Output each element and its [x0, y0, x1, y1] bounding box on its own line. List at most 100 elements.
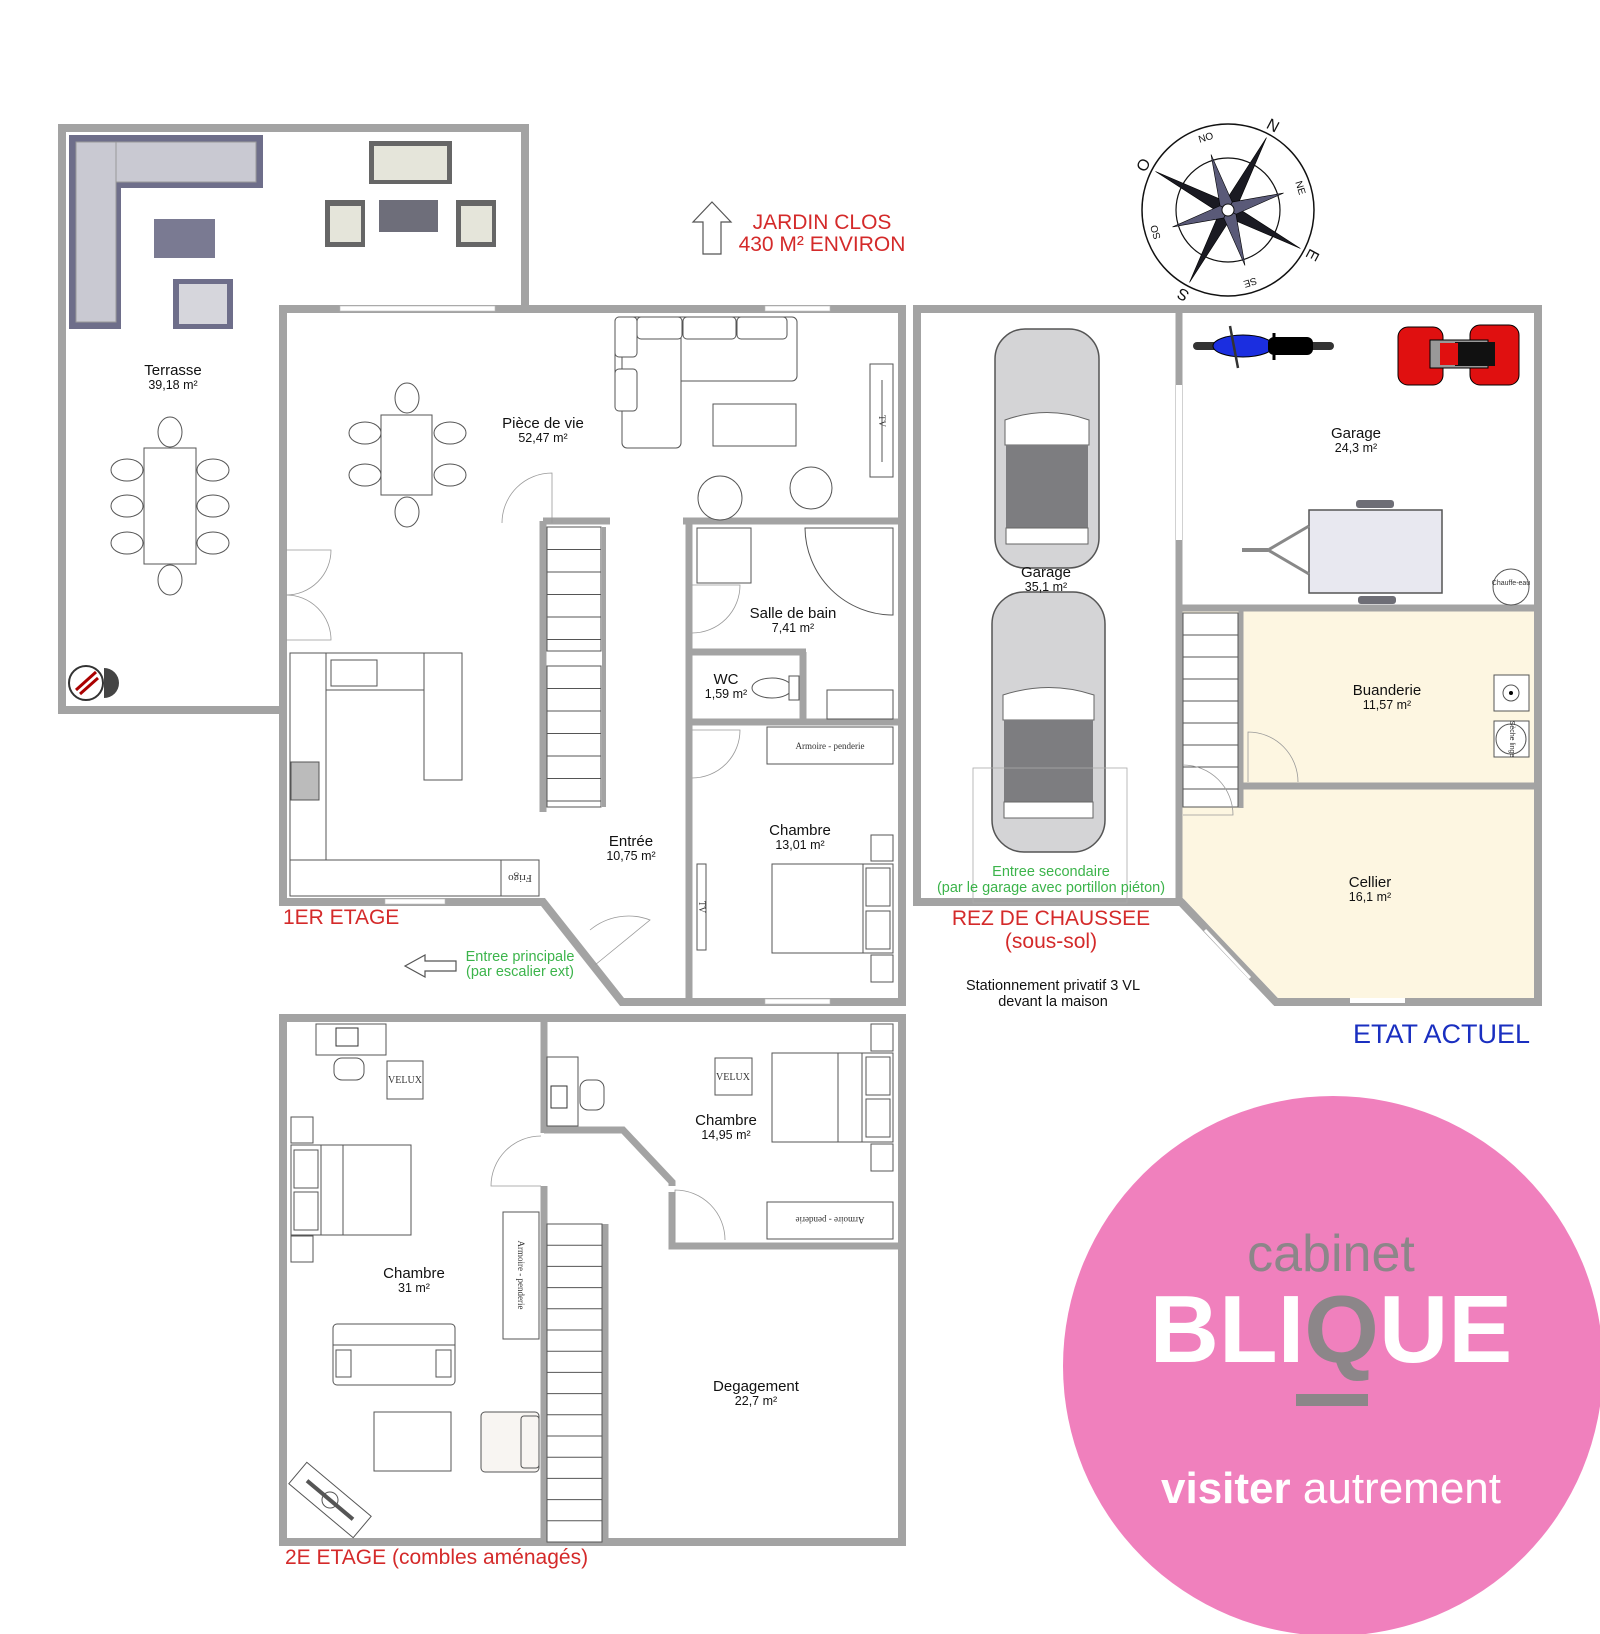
car-icon: [994, 328, 1100, 569]
wardrobe: [502, 1211, 540, 1340]
floor-label-ground: REZ DE CHAUSSEE: [952, 907, 1150, 930]
fridge-label: Frigo: [508, 872, 532, 884]
bed: [290, 1144, 412, 1236]
floor-sublabel-ground: (sous-sol): [1005, 930, 1097, 953]
nightstand: [870, 1023, 894, 1052]
fridge: [500, 859, 540, 897]
bed: [771, 863, 894, 954]
compass-label-se: SE: [1242, 275, 1258, 290]
door[interactable]: [691, 584, 741, 634]
bedroom-tv: TV: [696, 863, 707, 951]
room-name-bathroom: Salle de bain: [750, 605, 837, 622]
garden-note: JARDIN CLOS 430 M² ENVIRON: [691, 201, 906, 256]
room-name-wc: WC: [714, 671, 739, 688]
main-entrance-line2: (par escalier ext): [466, 964, 574, 980]
room-area-bedroom-small: 14,95 m²: [701, 1128, 750, 1142]
door[interactable]: [1247, 731, 1299, 783]
staircase[interactable]: [546, 526, 602, 652]
room-name-entrance: Entrée: [609, 833, 653, 850]
room-area-entrance: 10,75 m²: [606, 849, 655, 863]
dryer: Sèche linge: [1493, 720, 1530, 758]
room-area-living: 52,47 m²: [518, 431, 567, 445]
sofa: [614, 316, 798, 449]
parking-line2: devant la maison: [998, 994, 1108, 1010]
staircase[interactable]: [546, 665, 602, 808]
garden-line2: 430 M² ENVIRON: [739, 233, 906, 256]
door[interactable]: [1182, 764, 1234, 816]
terrace-dining-table: [110, 416, 230, 596]
secondary-entrance-line1: Entree secondaire: [992, 864, 1110, 880]
pouf: [697, 475, 743, 521]
quad-bike-icon: [1397, 324, 1520, 386]
water-heater-label: Chauffe-eau: [1492, 580, 1531, 587]
parking-line1: Stationnement privatif 3 VL: [966, 978, 1140, 994]
car-icon: [991, 591, 1106, 853]
room-name-landing: Degagement: [713, 1378, 800, 1395]
second-floor: VELUX Armoire - penderie VELUX: [279, 1014, 906, 1569]
ground-floor: Chauffe-eau Sèche linge Garage 35,1 m² G…: [913, 305, 1542, 1010]
nightstand: [290, 1116, 314, 1144]
armchair: [480, 1411, 540, 1473]
company-logo: cabinet BLIQUE visiter autrement: [1063, 1096, 1600, 1634]
door[interactable]: [674, 1189, 726, 1241]
parking-zone: [972, 767, 1128, 904]
room-area-garage-2: 24,3 m²: [1335, 441, 1377, 455]
room-area-bedroom: 13,01 m²: [775, 838, 824, 852]
room-name-bedroom-large: Chambre: [383, 1265, 445, 1282]
wardrobe-label: Armoire - penderie: [796, 1215, 865, 1225]
room-name-bedroom-small: Chambre: [695, 1112, 757, 1129]
room-area-cellar: 16,1 m²: [1349, 890, 1391, 904]
dining-table: [348, 382, 467, 528]
pouf: [789, 466, 833, 510]
first-floor: TV Frigo Armoire - penderie: [279, 305, 906, 1006]
door[interactable]: [501, 472, 553, 524]
logo-cabinet: cabinet: [1247, 1225, 1415, 1283]
velux-window: [714, 1057, 753, 1096]
main-entrance-line1: Entree principale: [466, 949, 575, 965]
room-area-laundry: 11,57 m²: [1363, 698, 1411, 712]
treadmill-icon: [288, 1461, 372, 1539]
stair-outline: [546, 1223, 603, 1543]
logo-brand: BLIQUE: [1150, 1276, 1513, 1383]
room-area-terrace: 39,18 m²: [148, 378, 197, 392]
dryer-label: Sèche linge: [1508, 721, 1515, 758]
room-name-terrace: Terrasse: [144, 362, 202, 379]
staircase[interactable]: [1182, 612, 1239, 808]
compass-label-no: NO: [1197, 131, 1215, 146]
toilet-icon: [751, 675, 800, 701]
stair-outline: [546, 526, 602, 652]
arrow-left-icon: [403, 953, 457, 979]
tv-label: TV: [877, 415, 887, 427]
bed: [771, 1052, 894, 1143]
floor-label-second: 2E ETAGE (combles aménagés): [285, 1546, 588, 1569]
wardrobe-label: Armoire - penderie: [796, 741, 865, 751]
compass-label-ne: NE: [1292, 180, 1307, 197]
staircase[interactable]: [546, 1223, 603, 1543]
room-name-bedroom: Chambre: [769, 822, 831, 839]
sink-icon: [330, 659, 378, 687]
outdoor-ottoman: [154, 219, 215, 258]
coffee-table: [712, 403, 797, 447]
desk: [315, 1023, 387, 1081]
door[interactable]: [691, 729, 741, 779]
door[interactable]: [490, 1135, 542, 1187]
entrance-door[interactable]: [589, 915, 651, 966]
table: [373, 1411, 452, 1472]
water-heater: Chauffe-eau: [1492, 568, 1531, 606]
outdoor-coffee-table: [379, 200, 438, 232]
arrow-up-icon: [691, 201, 733, 255]
corner-bath: [804, 527, 894, 616]
room-name-laundry: Buanderie: [1353, 682, 1421, 699]
logo-tagline: visiter autrement: [1161, 1464, 1501, 1513]
room-area-garage-1: 35,1 m²: [1025, 580, 1067, 594]
velux-label: VELUX: [388, 1075, 423, 1086]
room-area-bathroom: 7,41 m²: [772, 621, 814, 635]
tv-label: TV: [697, 901, 707, 913]
room-area-wc: 1,59 m²: [705, 687, 747, 701]
floor-label-first: 1ER ETAGE: [283, 906, 399, 929]
desk: [546, 1056, 605, 1127]
nightstand: [870, 834, 894, 862]
patio-door[interactable]: [285, 549, 332, 641]
